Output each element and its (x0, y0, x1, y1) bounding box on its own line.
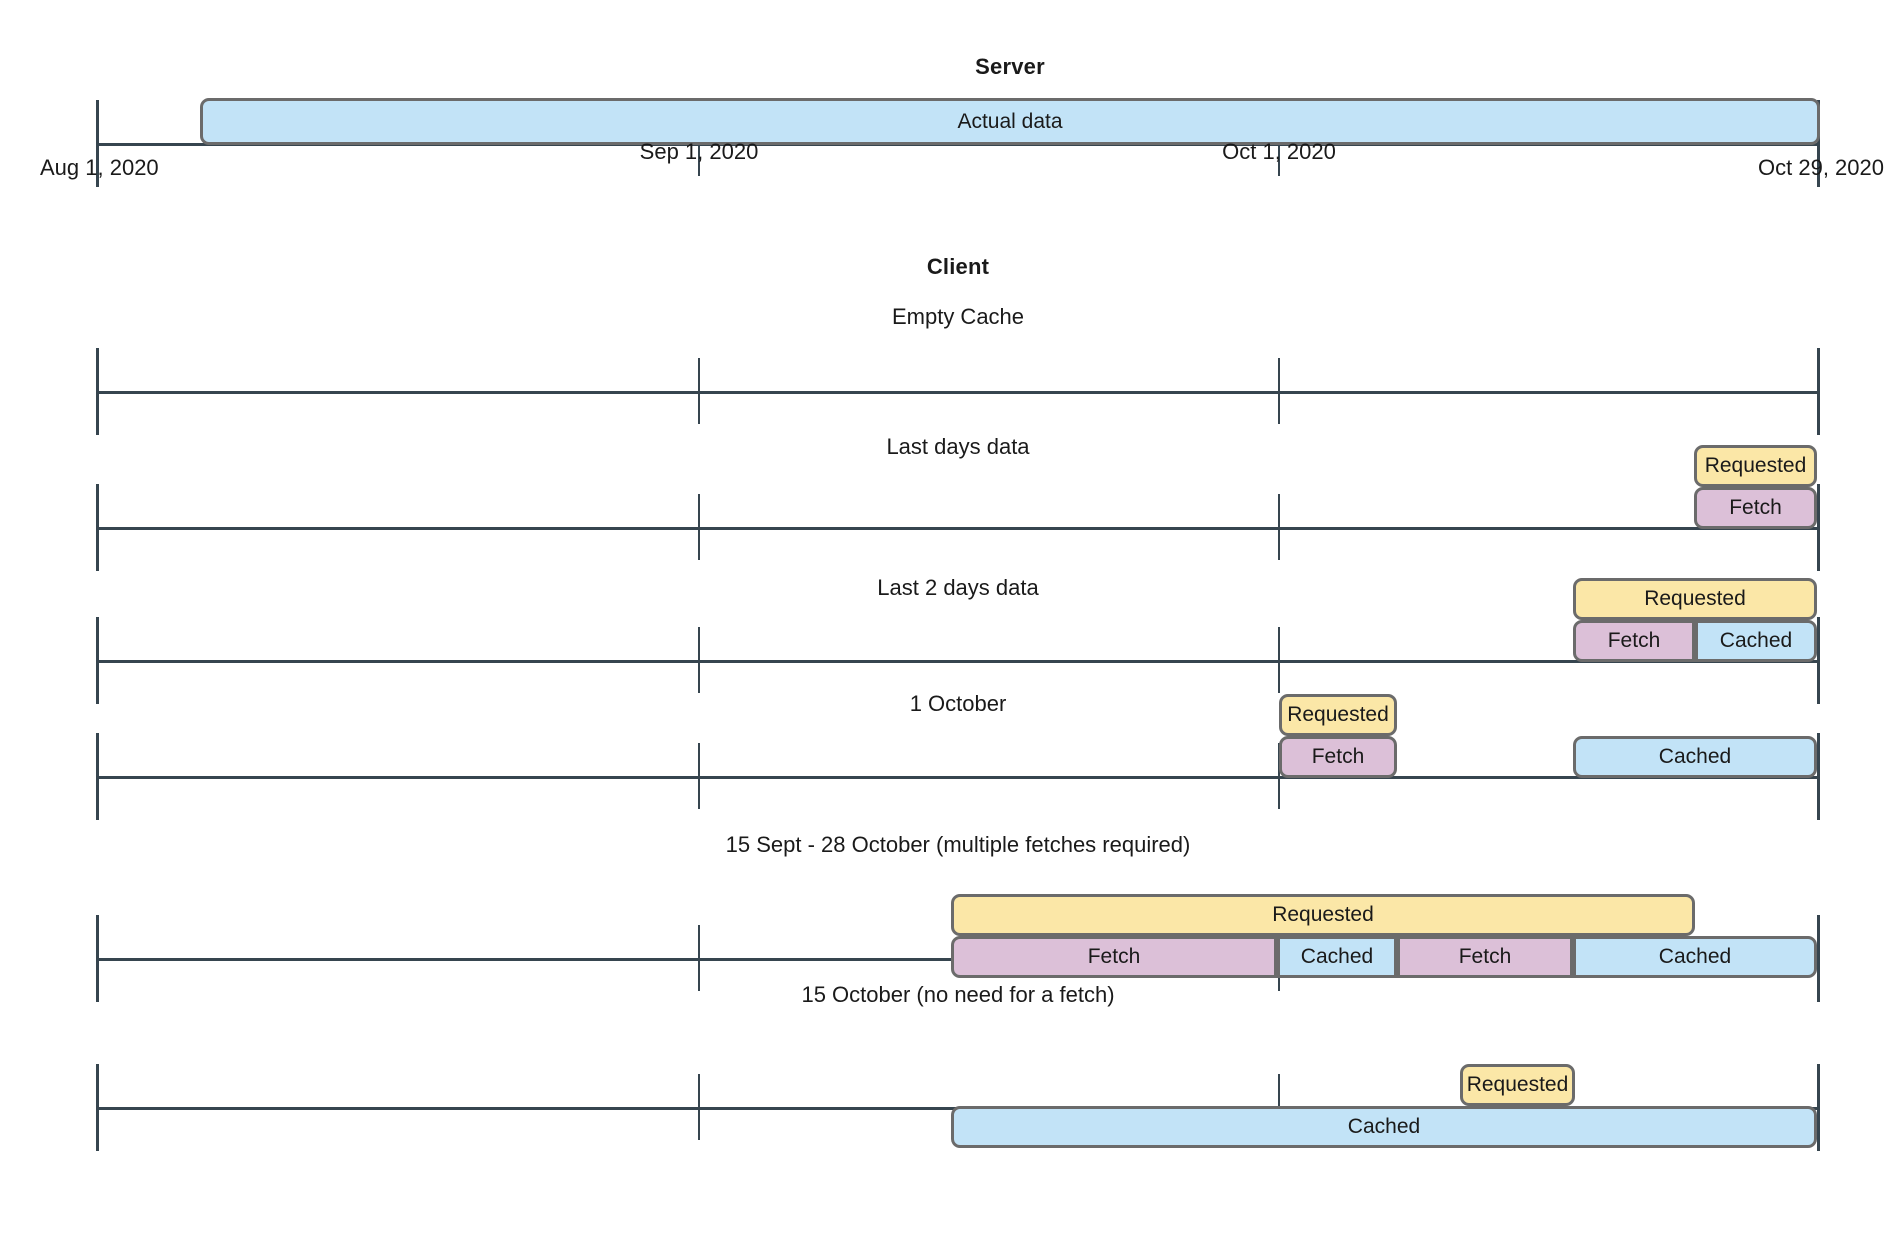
axis-label-aug1: Aug 1, 2020 (40, 155, 159, 180)
row-axis-line-1-october (97, 776, 1820, 779)
row-axis-end-tick-last-days-data (1817, 484, 1820, 571)
row-label-last-2-days-data: Last 2 days data (877, 575, 1039, 600)
row-axis-tick-sep1-1-october (698, 743, 700, 809)
requested-bar-last-2-days-data: Requested (1573, 578, 1817, 620)
row-axis-start-tick-1-october (96, 733, 99, 820)
row-axis-tick-sep1-empty-cache (698, 358, 700, 424)
server-axis-tick-oct1 (1278, 143, 1280, 176)
requested-bar-15-october: Requested (1460, 1064, 1575, 1106)
fetch-segment-2-15-sept-28-october: Fetch (1397, 936, 1573, 978)
row-label-last-days-data: Last days data (886, 434, 1030, 459)
cached-segment-1-15-sept-28-october: Cached (1277, 936, 1397, 978)
row-axis-line-empty-cache (97, 391, 1820, 394)
axis-label-oct1: Oct 1, 2020 (1222, 139, 1336, 164)
server-actual-data-bar: Actual data (200, 98, 1820, 145)
row-axis-start-tick-15-sept-28-october (96, 915, 99, 1002)
row-axis-line-last-days-data (97, 527, 1820, 530)
row-axis-start-tick-last-days-data (96, 484, 99, 571)
fetch-segment-1-15-sept-28-october: Fetch (951, 936, 1277, 978)
cached-bar-1-october: Cached (1573, 736, 1817, 778)
row-axis-start-tick-last-2-days-data (96, 617, 99, 704)
fetch-segment-last-2-days-data: Fetch (1573, 620, 1695, 662)
row-label-15-sept-28-october: 15 Sept - 28 October (multiple fetches r… (725, 832, 1191, 857)
row-label-15-october: 15 October (no need for a fetch) (801, 982, 1115, 1007)
row-label-empty-cache: Empty Cache (891, 304, 1025, 329)
axis-label-sep1: Sep 1, 2020 (639, 139, 759, 164)
requested-bar-1-october: Requested (1279, 694, 1397, 736)
row-label-1-october: 1 October (909, 691, 1007, 716)
server-axis-tick-sep1 (698, 143, 700, 176)
row-axis-line-last-2-days-data (97, 660, 1820, 663)
axis-label-oct29: Oct 29, 2020 (1758, 155, 1884, 180)
fetch-bar-last-days-data: Fetch (1694, 487, 1817, 529)
row-axis-end-tick-15-october (1817, 1064, 1820, 1151)
row-axis-tick-sep1-last-2-days-data (698, 627, 700, 693)
row-axis-tick-sep1-15-sept-28-october (698, 925, 700, 991)
row-axis-end-tick-15-sept-28-october (1817, 915, 1820, 1002)
row-axis-tick-sep1-15-october (698, 1074, 700, 1140)
server-title: Server (975, 54, 1045, 79)
row-axis-tick-oct1-last-days-data (1278, 494, 1280, 560)
row-axis-end-tick-last-2-days-data (1817, 617, 1820, 704)
row-axis-end-tick-empty-cache (1817, 348, 1820, 435)
server-axis-start-tick (96, 100, 99, 187)
row-axis-tick-oct1-1-october (1278, 743, 1280, 809)
row-axis-end-tick-1-october (1817, 733, 1820, 820)
cached-bar-15-october: Cached (951, 1106, 1817, 1148)
row-axis-tick-oct1-last-2-days-data (1278, 627, 1280, 693)
row-axis-start-tick-empty-cache (96, 348, 99, 435)
row-axis-start-tick-15-october (96, 1064, 99, 1151)
row-axis-tick-sep1-last-days-data (698, 494, 700, 560)
server-axis-end-tick (1817, 100, 1820, 187)
fetch-bar-1-october: Fetch (1279, 736, 1397, 778)
row-axis-tick-oct1-empty-cache (1278, 358, 1280, 424)
client-title: Client (926, 254, 990, 279)
requested-bar-last-days-data: Requested (1694, 445, 1817, 487)
cached-segment-last-2-days-data: Cached (1695, 620, 1817, 662)
requested-bar-15-sept-28-october: Requested (951, 894, 1695, 936)
cached-segment-2-15-sept-28-october: Cached (1573, 936, 1817, 978)
